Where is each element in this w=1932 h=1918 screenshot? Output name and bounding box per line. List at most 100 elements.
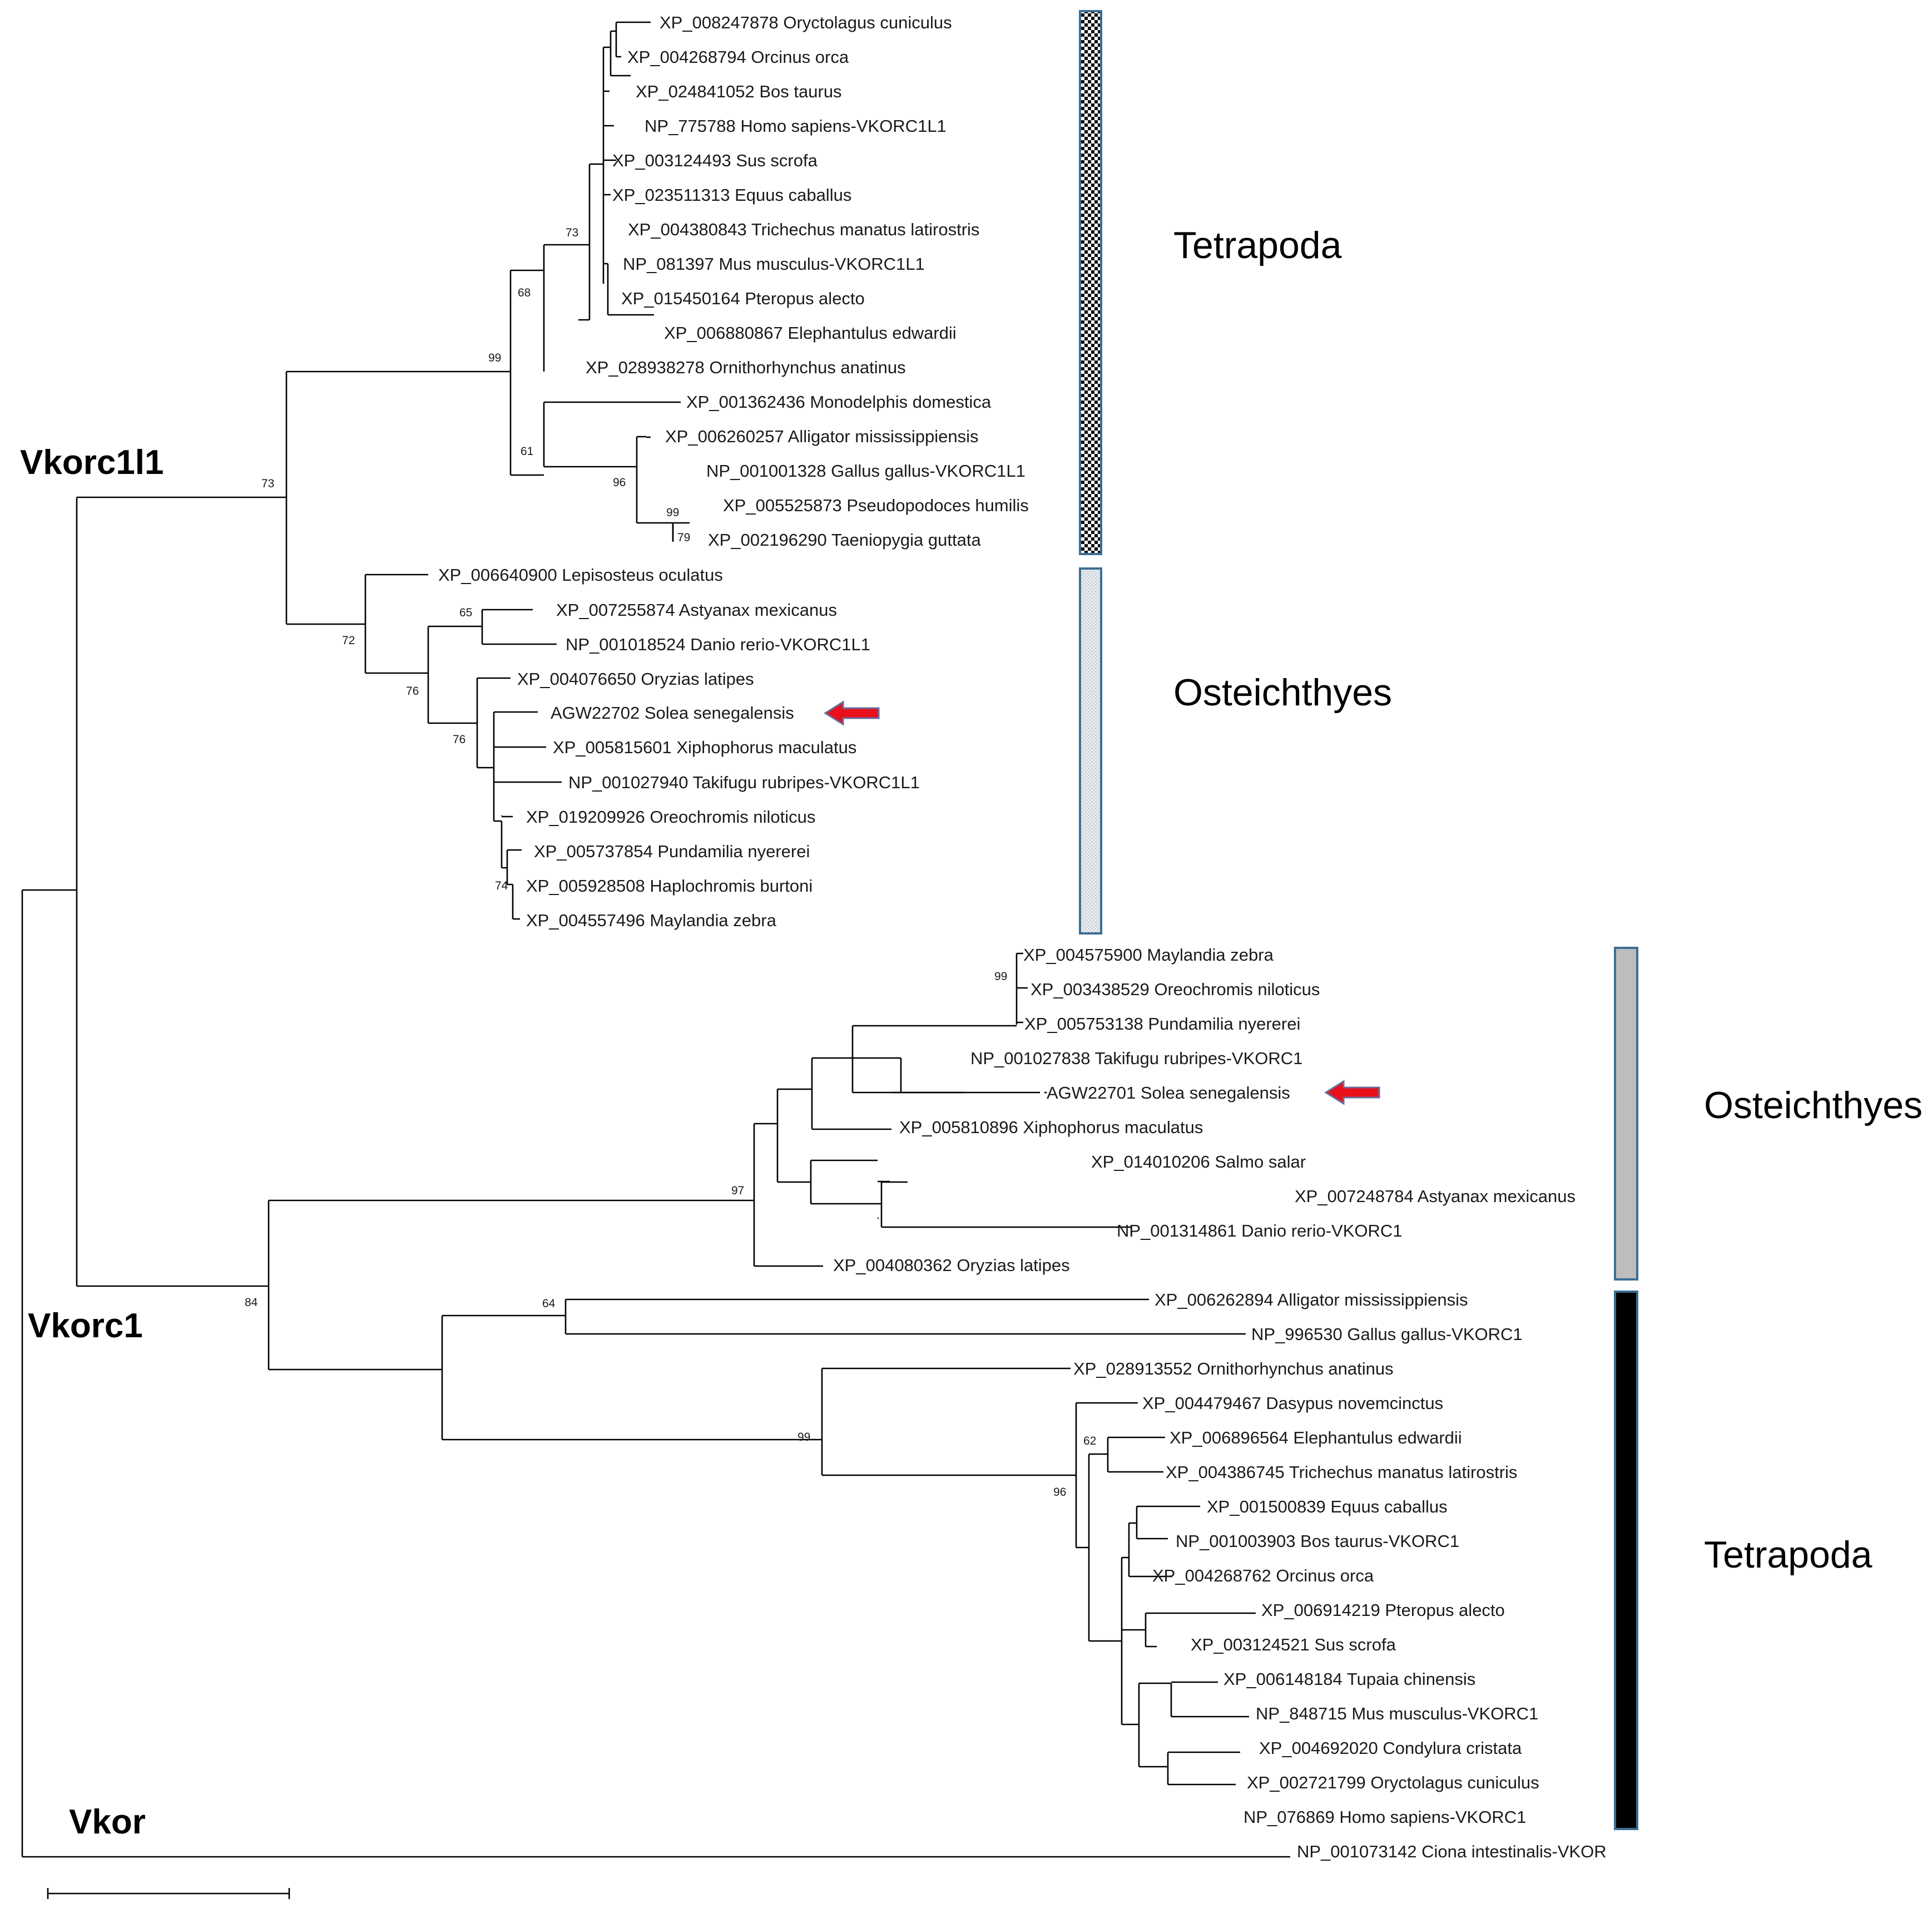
leaf-label: XP_007255874 Astyanax mexicanus [556,600,837,620]
clade-name: Osteichthyes [1704,1084,1923,1126]
branch [603,125,616,161]
tree-branches [21,21,1290,1858]
leaf-label: XP_005753138 Pundamilia nyererei [1024,1014,1300,1034]
group-label-vkor: Vkor [69,1803,146,1841]
clade-bar-osteichthyes-vkorc1l1 [1079,567,1102,935]
bootstrap-value: 76 [453,733,465,746]
branch [607,264,654,316]
red-arrow-icon [1324,1080,1380,1105]
branch [603,31,612,76]
bootstrap-value: 99 [797,1431,810,1444]
branch [77,1200,270,1370]
leaf-label: XP_003124493 Sus scrofa [612,151,818,170]
branch [1137,1505,1200,1540]
leaf-label: XP_006260257 Alligator mississippiensis [665,427,979,446]
leaf-label: XP_023511313 Equus caballus [612,185,851,205]
leaf-label: XP_003124521 Sus scrofa [1191,1635,1396,1654]
leaf-label: XP_004076650 Oryzias latipes [517,669,754,689]
branch [603,75,631,92]
branch [1168,1751,1240,1786]
bootstrap-value: 61 [521,445,533,458]
clade-name: Tetrapoda [1704,1534,1872,1576]
leaf-label: XP_001500839 Equus caballus [1207,1497,1448,1516]
leaf-label: AGW22701 Solea senegalensis [1047,1083,1290,1103]
leaf-labels: XP_008247878 Oryctolagus cuniculus XP_00… [438,13,1607,1861]
branch [1122,1523,1130,1576]
branch [566,1298,1246,1335]
group-label-vkorc1l1: Vkorc1l1 [20,443,164,482]
branch [1146,1612,1256,1648]
leaf-label: NP_996530 Gallus gallus-VKORC1 [1251,1324,1523,1344]
bootstrap-value: 62 [1083,1435,1096,1447]
leaf-label: XP_006262894 Alligator mississippiensis [1155,1290,1468,1309]
leaf-label: XP_005810896 Xiphophorus maculatus [899,1118,1203,1137]
leaf-label: XP_008247878 Oryctolagus cuniculus [660,13,952,32]
leaf-label: XP_005928508 Haplochromis burtoni [526,876,813,896]
leaf-label: XP_019209926 Oreochromis niloticus [526,807,815,827]
bootstrap-value: 73 [566,226,578,239]
leaf-label: NP_001003903 Bos taurus-VKORC1 [1176,1531,1459,1551]
leaf-label: NP_076869 Homo sapiens-VKORC1 [1244,1807,1526,1827]
branch [1089,1437,1109,1472]
leaf-label: XP_004692020 Condylura cristata [1259,1738,1522,1758]
bootstrap-value: 76 [406,685,419,698]
leaf-label: XP_003438529 Oreochromis niloticus [1031,980,1320,999]
leaf-label: XP_004557496 Maylandia zebra [526,911,777,930]
leaf-label: NP_775788 Homo sapiens-VKORC1L1 [645,116,947,136]
leaf-label: NP_001018524 Danio rerio-VKORC1L1 [566,635,870,654]
bootstrap-value: 96 [613,476,626,489]
branch [269,1124,755,1266]
bootstrap-value: 99 [488,352,501,364]
branch [636,436,651,467]
bootstrap-value: 99 [666,506,679,519]
bootstrap-value: 64 [542,1297,556,1310]
branch [428,610,483,644]
branch [1122,1683,1140,1767]
leaf-label: XP_014010206 Salmo salar [1091,1152,1306,1171]
branch [501,821,508,884]
leaf-label: XP_004479467 Dasypus novemcinctus [1142,1393,1443,1413]
branch [544,164,591,320]
red-arrow-icon [824,700,880,726]
leaf-label: XP_006880867 Elephantulus edwardii [664,323,957,343]
branch [428,678,478,768]
branch [1089,1558,1123,1724]
branch [22,497,78,1286]
leaf-label: NP_848715 Mus musculus-VKORC1 [1256,1704,1538,1723]
branch [477,712,495,821]
bootstrap-value: 73 [261,477,274,490]
branch [822,1403,1077,1548]
bootstrap-value: 72 [342,634,355,647]
bootstrap-value: 79 [677,531,690,544]
leaf-label: XP_028913552 Ornithorhynchus anatinus [1073,1359,1394,1378]
branch [1129,1506,1138,1539]
branch [1076,1454,1090,1641]
branch [812,1026,854,1093]
branch [502,815,522,886]
branch [1139,1752,1169,1784]
clade-name: Osteichthyes [1173,671,1392,714]
branch [1139,1682,1172,1717]
clade-bar-osteichthyes-vkorc1 [1614,947,1638,1281]
branch [494,711,546,748]
bootstrap-value: 84 [245,1296,258,1309]
leaf-label: NP_001314861 Danio rerio-VKORC1 [1117,1221,1403,1240]
leaf-label: NP_001073142 Ciona intestinalis-VKOR [1297,1842,1607,1861]
leaf-label: XP_005815601 Xiphophorus maculatus [553,738,856,757]
leaf-label: XP_028938278 Ornithorhynchus anatinus [586,358,906,377]
leaf-label: NP_001027838 Takifugu rubripes-VKORC1 [970,1049,1302,1068]
leaf-label: XP_004575900 Maylandia zebra [1023,945,1274,965]
branch [269,1316,443,1440]
leaf-label: AGW22702 Solea senegalensis [551,703,794,723]
branch [511,402,545,476]
branch [442,1368,823,1475]
branch [754,1089,779,1182]
leaf-label: XP_007248784 Astyanax mexicanus [1295,1187,1576,1206]
branch [286,270,512,475]
branch [286,575,366,673]
branch [494,781,562,822]
branch [77,372,288,624]
branch [442,1299,567,1334]
